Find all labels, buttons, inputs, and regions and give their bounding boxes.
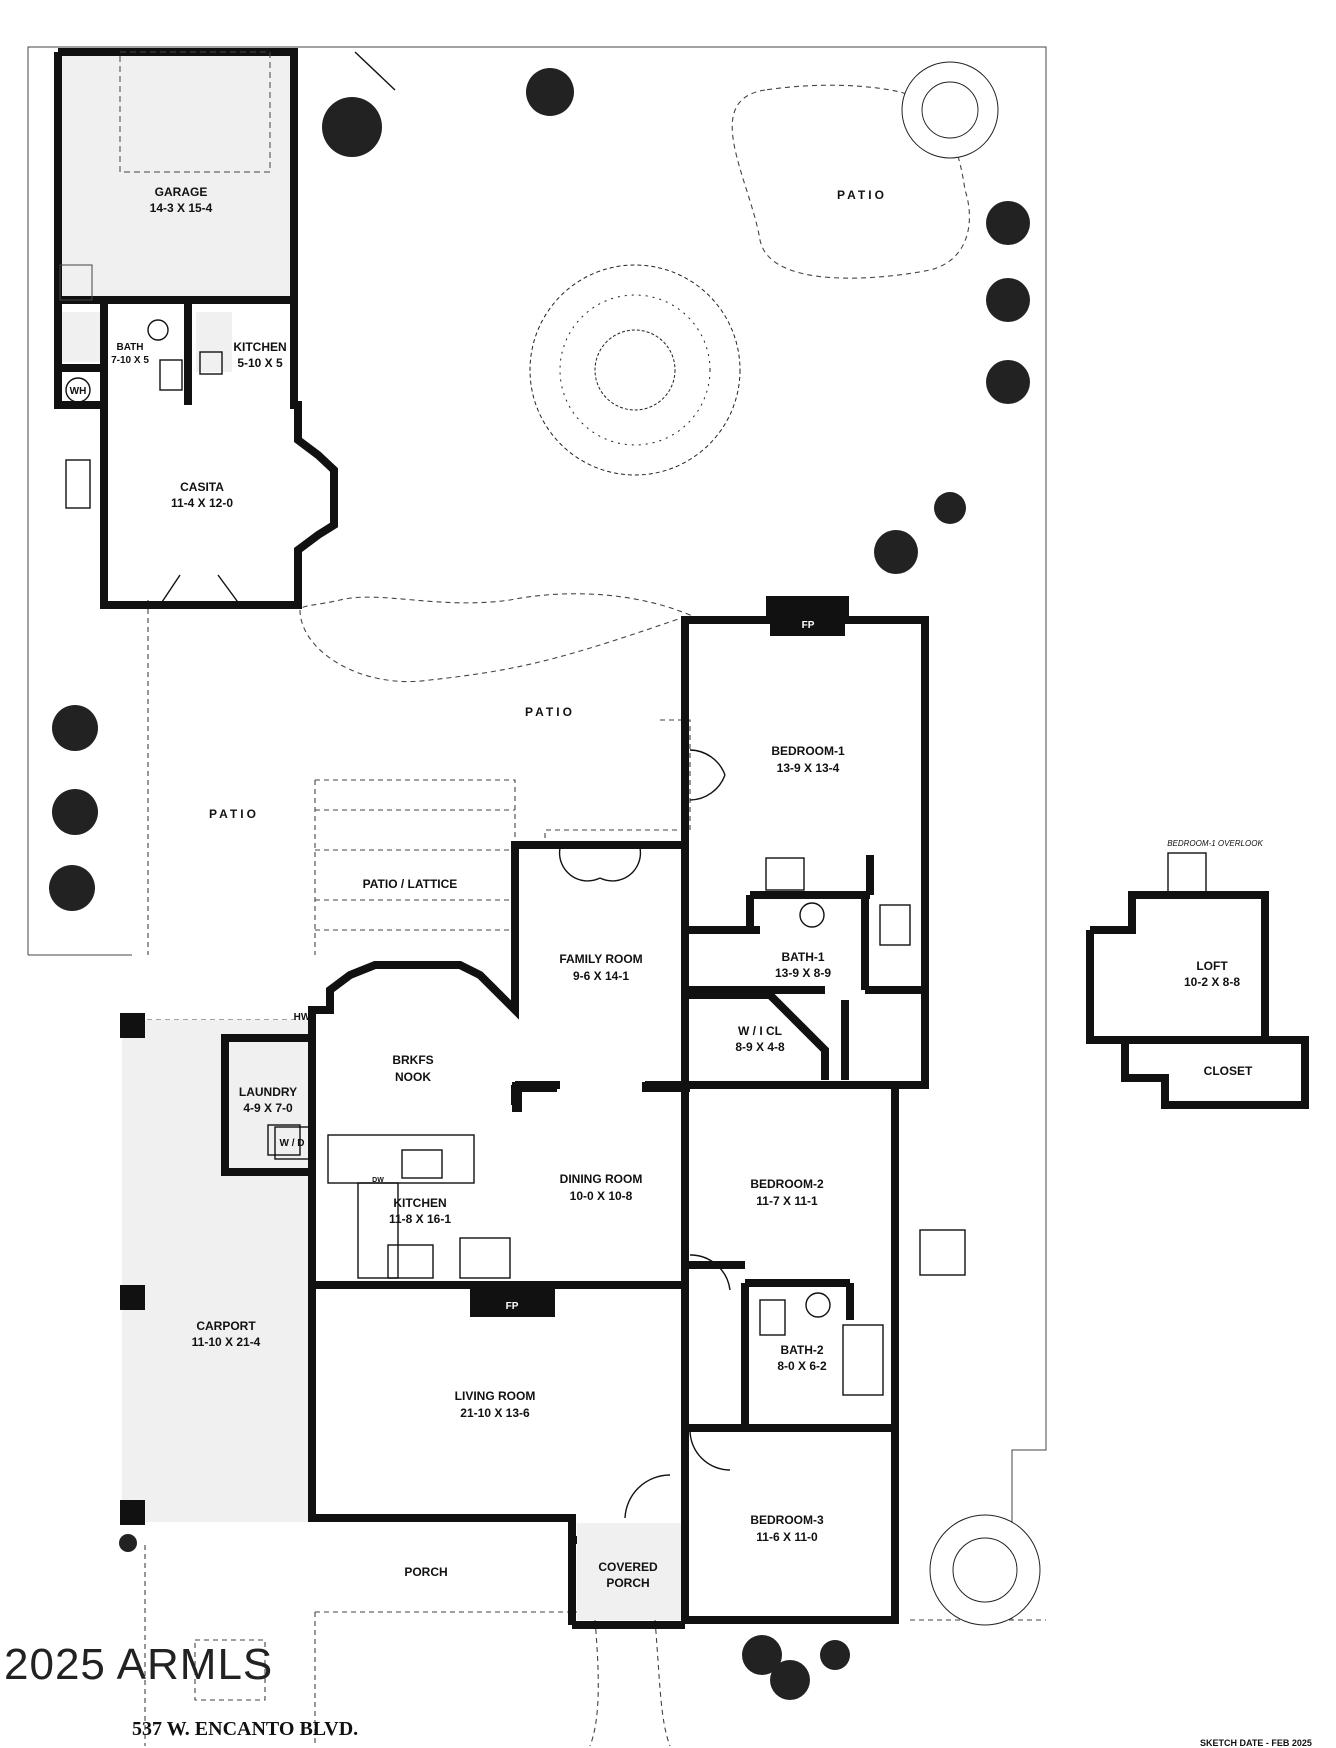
bush-icon [820, 1640, 850, 1670]
laundry-label: LAUNDRY [239, 1085, 297, 1099]
bedroom2-label: BEDROOM-2 [750, 1177, 824, 1191]
garage-label: GARAGE [155, 185, 208, 199]
overlook-label: BEDROOM-1 OVERLOOK [1167, 839, 1263, 848]
bush-icon [119, 1534, 137, 1552]
patio-ne-label: PATIO [837, 188, 887, 202]
porch-label: PORCH [404, 1565, 447, 1579]
carport-label: CARPORT [196, 1319, 256, 1333]
bath2-dims: 8-0 X 6-2 [777, 1359, 827, 1373]
bedroom3-dims: 11-6 X 11-0 [756, 1530, 818, 1544]
bush-icon [986, 201, 1030, 245]
dining-room-label: DINING ROOM [560, 1172, 643, 1186]
living-room-label: LIVING ROOM [455, 1389, 536, 1403]
carport-dims: 11-10 X 21-4 [192, 1335, 261, 1349]
bush-icon [934, 492, 966, 524]
washer-dryer-label: W / D [280, 1138, 305, 1149]
bush-icon [874, 530, 918, 574]
bedroom1-label: BEDROOM-1 [771, 744, 845, 758]
bedroom2-dims: 11-7 X 11-1 [756, 1194, 818, 1208]
watermark: 2025 ARMLS [4, 1640, 274, 1689]
garage-dims: 14-3 X 15-4 [150, 201, 213, 215]
yard-outlines [120, 84, 1046, 1746]
kitchen-dims: 11-8 X 16-1 [389, 1212, 451, 1226]
bush-icon [742, 1635, 782, 1675]
bedroom-fireplace-label: FP [802, 620, 815, 631]
breakfast-nook-label-2: NOOK [395, 1070, 431, 1084]
bedroom1-dims: 13-9 X 13-4 [777, 761, 840, 775]
main-house [120, 596, 966, 1629]
bath2-label: BATH-2 [780, 1343, 823, 1357]
family-room-dims: 9-6 X 14-1 [573, 969, 629, 983]
living-room-dims: 21-10 X 13-6 [460, 1406, 530, 1420]
walkin-closet-label: W / I CL [738, 1024, 782, 1038]
casita-bath-label: BATH [116, 342, 143, 353]
family-room-label: FAMILY ROOM [559, 952, 642, 966]
bath1-label: BATH-1 [781, 950, 824, 964]
property-address: 537 W. ENCANTO BLVD. [132, 1718, 359, 1740]
bush-icon [322, 97, 382, 157]
bush-icon [49, 865, 95, 911]
loft-dims: 10-2 X 8-8 [1184, 975, 1240, 989]
patio-center-label: PATIO [525, 705, 575, 719]
loft-building [1086, 852, 1309, 1109]
room-labels: GARAGE 14-3 X 15-4 BATH 7-10 X 5 KITCHEN… [70, 185, 1264, 1590]
property-outline [27, 46, 1047, 1620]
tree-icon [929, 1514, 1041, 1626]
bush-icon [526, 68, 574, 116]
closet-label: CLOSET [1204, 1064, 1253, 1078]
bush-icon [770, 1660, 810, 1700]
kitchen-label: KITCHEN [393, 1196, 446, 1210]
covered-porch-label: COVERED [598, 1560, 658, 1574]
loft-label: LOFT [1196, 959, 1228, 973]
bath1-dims: 13-9 X 8-9 [775, 966, 831, 980]
casita-label: CASITA [180, 480, 224, 494]
dishwasher-label: DW [372, 1177, 384, 1184]
casita-building [54, 48, 396, 609]
water-heater-label: WH [70, 386, 87, 397]
tree-icon [529, 264, 741, 476]
casita-bath-dims: 7-10 X 5 [111, 355, 149, 366]
laundry-dims: 4-9 X 7-0 [243, 1101, 293, 1115]
bush-icon [52, 705, 98, 751]
bedroom3-label: BEDROOM-3 [750, 1513, 824, 1527]
hot-water-label: HW [294, 1012, 311, 1023]
casita-kitchen-label: KITCHEN [233, 340, 286, 354]
landscaping [49, 61, 1041, 1700]
sketch-date: SKETCH DATE - FEB 2025 [1200, 1738, 1312, 1748]
bush-icon [986, 278, 1030, 322]
patio-lattice-label: PATIO / LATTICE [363, 877, 458, 891]
breakfast-nook-label: BRKFS [392, 1053, 433, 1067]
bush-icon [986, 360, 1030, 404]
casita-dims: 11-4 X 12-0 [171, 496, 233, 510]
dining-room-dims: 10-0 X 10-8 [570, 1189, 633, 1203]
walkin-closet-dims: 8-9 X 4-8 [735, 1040, 785, 1054]
patio-west-label: PATIO [209, 807, 259, 821]
tree-icon [901, 61, 999, 159]
casita-kitchen-dims: 5-10 X 5 [237, 356, 283, 370]
covered-porch-label-2: PORCH [606, 1576, 649, 1590]
living-fireplace-label: FP [506, 1301, 519, 1312]
bush-icon [52, 789, 98, 835]
